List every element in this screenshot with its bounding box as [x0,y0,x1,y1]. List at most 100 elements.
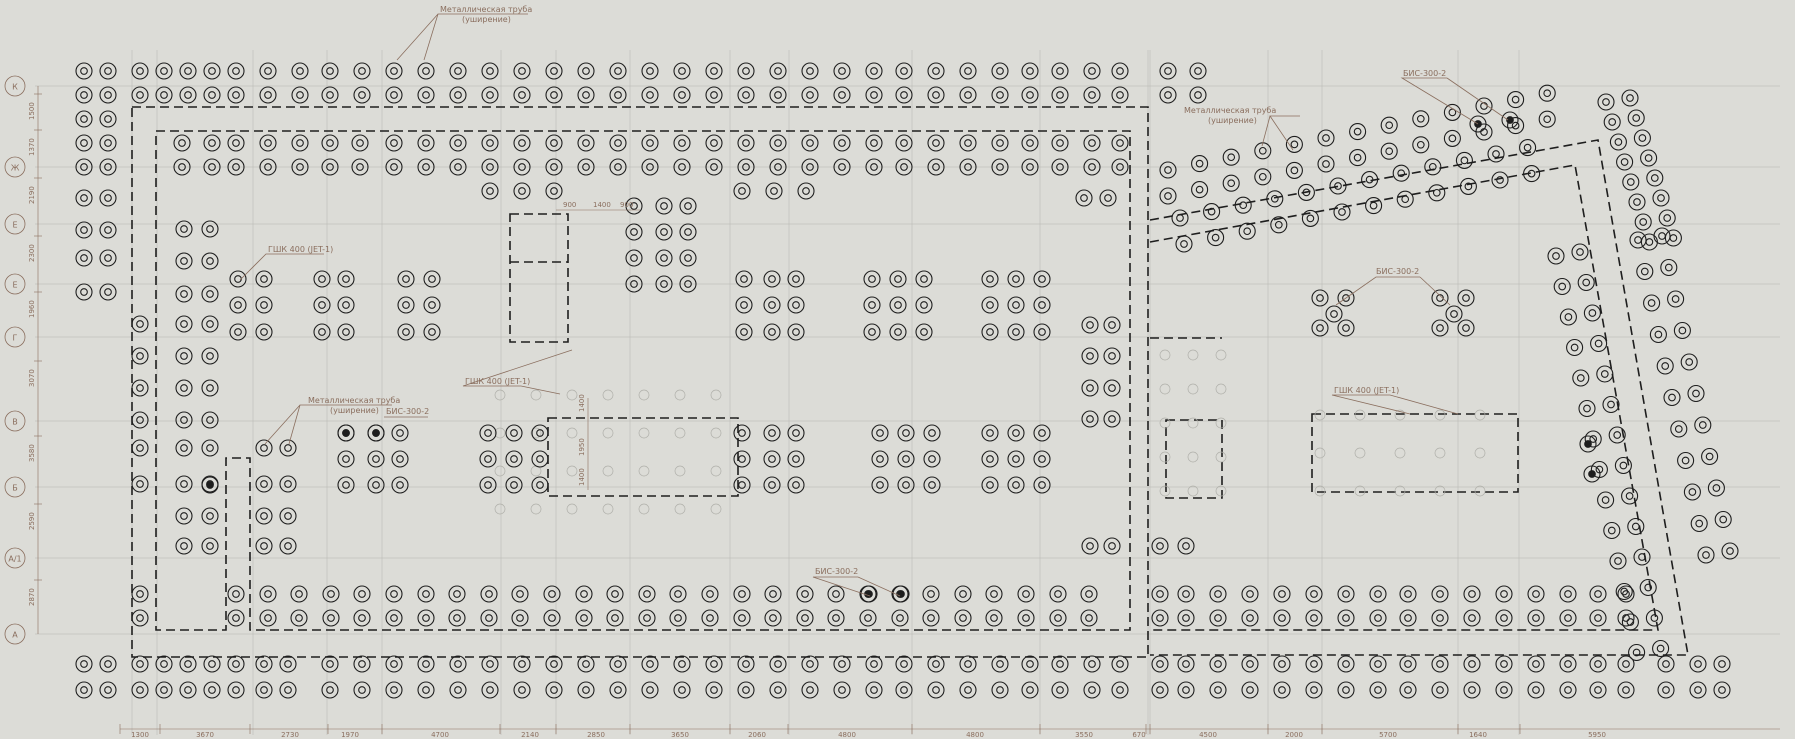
pile-inner [1310,660,1318,668]
pile [1424,158,1442,176]
pile-outer [1017,585,1035,603]
pile [1051,134,1069,152]
pile [1159,161,1177,179]
axis-bubble-label: В [12,418,18,427]
pile-inner [518,660,526,668]
pile [1614,456,1632,475]
pile-outer [801,86,819,104]
pile [417,86,435,104]
label-bis-top-right: БИС-300-2 [1403,69,1446,78]
pile-outer [1337,681,1355,699]
pile-inner [876,481,884,489]
pile-outer [922,585,940,603]
pile-inner [264,614,272,622]
pile [1305,681,1323,699]
pile-outer [796,609,814,627]
pile-inner [1116,660,1124,668]
callout-gshk-left: ГШК 400 (JET-1) [239,245,333,281]
pile [1111,62,1129,80]
pile [1547,247,1565,265]
pile [1603,521,1621,540]
pile-outer [255,270,273,288]
pile-outer [449,655,467,673]
pile [1222,174,1240,192]
pile-outer [669,585,687,603]
pile [1177,655,1195,673]
pile-outer [1683,483,1701,501]
pile-inner [1694,686,1702,694]
pile-inner [342,455,350,463]
pile-outer [1021,655,1039,673]
pile-outer [1680,353,1698,371]
pile [1396,190,1414,208]
pile [511,585,529,603]
pile-outer [385,86,403,104]
pile [259,86,277,104]
pile [480,585,498,603]
pile-outer [1207,229,1225,247]
pile-outer [1633,548,1651,566]
pile-outer [895,134,913,152]
pile-inner [372,481,380,489]
pile [1677,451,1695,470]
pile-outer [131,86,149,104]
pile-outer [99,62,117,80]
pile-inner [1116,67,1124,75]
pile [173,134,191,152]
label-metal-pipe-left-note: (уширение) [330,406,379,415]
pile-inner [1369,201,1378,210]
pile [423,296,441,314]
pile-outer [513,158,531,176]
pile-outer [981,323,999,341]
pile [609,62,627,80]
pile-inner [264,67,272,75]
pile-outer [481,681,499,699]
pile-inner [1404,660,1412,668]
pile-inner [1374,614,1382,622]
pile [609,681,627,699]
pile [227,609,245,627]
pile-inner [582,686,590,694]
pile-outer [859,609,877,627]
pile [1457,289,1475,307]
pile [448,609,466,627]
pile [1083,134,1101,152]
pile [801,158,819,176]
pile-outer [764,609,782,627]
pile-outer [959,134,977,152]
pile [259,609,277,627]
pile [1649,325,1667,344]
pile-inner [1116,139,1124,147]
pile-outer [1455,151,1473,169]
pile-outer [353,681,371,699]
pile-outer [99,134,117,152]
pile-inner [396,481,404,489]
pile-inner [1038,429,1046,437]
pile-inner [232,163,240,171]
pile [1590,334,1608,353]
pile-outer [1021,134,1039,152]
pile [1443,103,1461,121]
pile-inner [614,91,622,99]
pile [1656,357,1674,375]
pile [679,275,697,293]
pile-inner [1310,590,1318,598]
pile-outer [201,315,219,333]
pile-outer [1177,681,1195,699]
pile-outer [353,86,371,104]
pile-inner [180,290,188,298]
pile [481,655,499,673]
pile-inner [614,660,622,668]
pile-outer [897,476,915,494]
pile-outer [609,681,627,699]
pile-inner [518,67,526,75]
pile [513,86,531,104]
pile-outer [481,158,499,176]
pile [131,347,149,365]
pile-outer [279,475,297,493]
pile [897,450,915,468]
pile-outer [1657,655,1675,673]
pile-outer [1527,609,1545,627]
pile-outer [1495,585,1513,603]
pile-outer [763,424,781,442]
